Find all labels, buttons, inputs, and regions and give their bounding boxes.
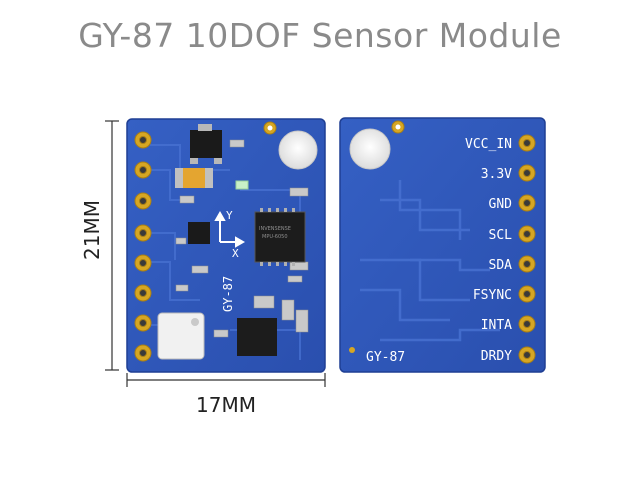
axis-x-label: X	[232, 247, 239, 260]
front-pin-pads	[134, 131, 152, 362]
magnetometer-chip	[237, 318, 277, 356]
axis-indicator	[214, 210, 246, 248]
back-mounting-hole	[349, 128, 391, 170]
pin-label-inta: INTA	[481, 318, 512, 333]
back-board: VCC_IN 3.3V GND SCL SDA FSYNC INTA DRDY …	[339, 117, 546, 373]
back-board-label: GY-87	[366, 350, 405, 365]
tantalum-capacitor	[175, 168, 213, 188]
pin-label-scl: SCL	[489, 228, 513, 243]
width-dimension-label: 17MM	[196, 393, 256, 417]
chip-text-line-2: MPU-6050	[262, 234, 288, 240]
pin-labels: VCC_IN 3.3V GND SCL SDA FSYNC INTA DRDY	[465, 137, 512, 364]
pin-label-3v3: 3.3V	[481, 167, 512, 182]
chip-text-line-1: INVENSENSE	[259, 226, 291, 232]
small-ic	[188, 222, 210, 244]
pin-label-fsync: FSYNC	[473, 288, 512, 303]
page-title: GY-87 10DOF Sensor Module	[78, 16, 562, 55]
pin-label-vcc-in: VCC_IN	[465, 137, 512, 152]
pin-label-gnd: GND	[489, 197, 513, 212]
dimension-lines	[105, 120, 326, 387]
pin-label-sda: SDA	[489, 258, 513, 273]
axis-y-label: Y	[226, 209, 233, 222]
mounting-hole	[278, 130, 318, 170]
pin-label-drdy: DRDY	[481, 349, 512, 364]
front-board-label: GY-87	[221, 276, 235, 312]
voltage-regulator	[190, 130, 222, 158]
back-pin-pads	[518, 134, 536, 364]
front-board: Y X INVENSENSE MPU-6050 GY-87	[126, 118, 326, 373]
mpu6050-chip	[254, 211, 306, 263]
power-led	[235, 180, 249, 190]
